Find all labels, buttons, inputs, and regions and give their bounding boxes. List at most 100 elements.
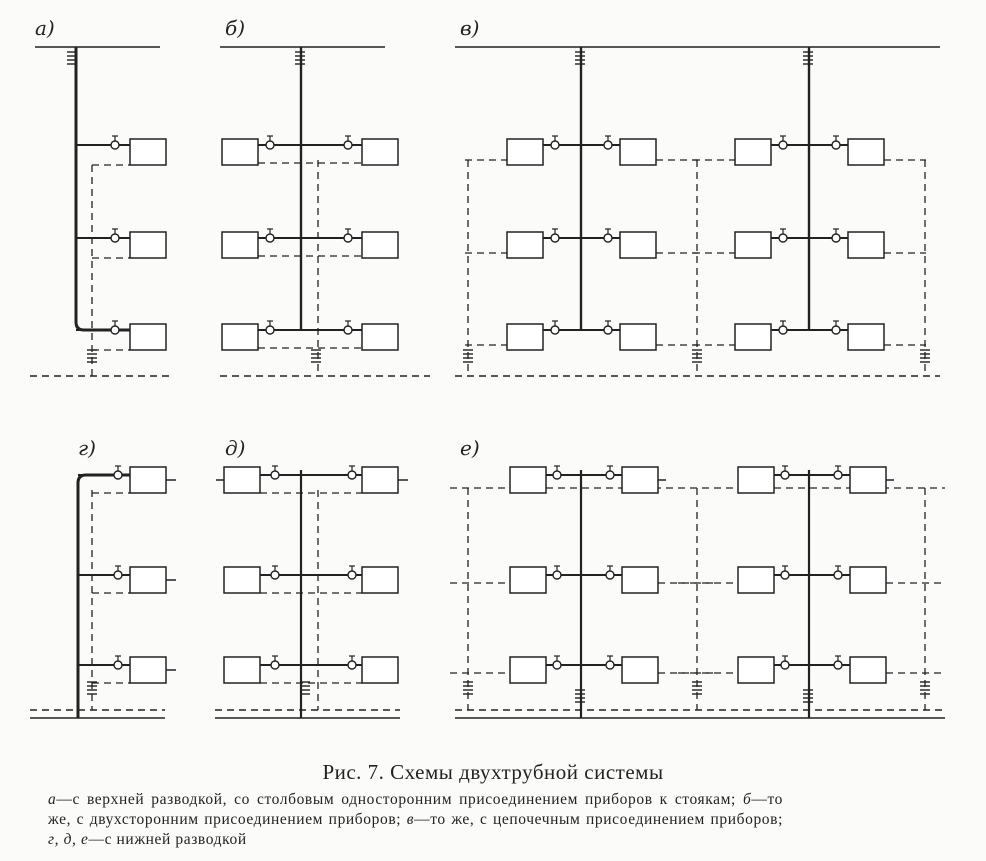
radiator	[223, 656, 261, 684]
panel-label-v: в)	[460, 16, 480, 40]
radiator	[361, 323, 399, 351]
radiator	[849, 466, 887, 494]
valve-icon	[831, 140, 841, 150]
radiator	[223, 566, 261, 594]
radiator	[734, 323, 772, 351]
valve-icon	[780, 470, 790, 480]
panel-label-e: е)	[460, 436, 480, 460]
radiator	[223, 466, 261, 494]
caption-key-v: в	[406, 811, 415, 828]
panel-label-g: г)	[78, 436, 96, 460]
caption-key-b: б	[742, 791, 752, 808]
valve-icon	[833, 570, 843, 580]
caption-text-v: —то же, с цепочечным присоединением приб…	[414, 811, 783, 828]
radiator	[506, 323, 544, 351]
radiator	[506, 231, 544, 259]
valve-icon	[603, 325, 613, 335]
valve-icon	[552, 470, 562, 480]
valve-icon	[113, 470, 123, 480]
valve-icon	[270, 660, 280, 670]
valve-icon	[603, 140, 613, 150]
radiator	[361, 656, 399, 684]
caption-key-a: а	[48, 791, 57, 808]
radiator	[221, 231, 259, 259]
radiator	[734, 138, 772, 166]
valve-icon	[265, 325, 275, 335]
radiator	[737, 466, 775, 494]
caption-key-gde: г, д, е	[48, 831, 89, 848]
valve-icon	[343, 233, 353, 243]
radiator	[361, 466, 399, 494]
valve-icon	[113, 570, 123, 580]
supply-riser	[74, 47, 130, 332]
radiator	[506, 138, 544, 166]
radiator	[619, 231, 657, 259]
supply-riser	[76, 473, 130, 718]
valve-icon	[603, 233, 613, 243]
radiator	[129, 566, 167, 594]
valve-icon	[605, 470, 615, 480]
radiator	[361, 566, 399, 594]
valve-icon	[270, 570, 280, 580]
valve-icon	[270, 470, 280, 480]
caption-text-gde: —с нижней разводкой	[88, 831, 247, 848]
valve-icon	[550, 140, 560, 150]
radiator	[509, 566, 547, 594]
figure-caption-text: а—с верхней разводкой, со столбовым одно…	[48, 790, 783, 850]
radiator	[619, 138, 657, 166]
radiator	[129, 656, 167, 684]
radiator	[847, 138, 885, 166]
radiator	[847, 231, 885, 259]
radiator	[621, 566, 659, 594]
valve-icon	[605, 660, 615, 670]
radiator	[509, 466, 547, 494]
valve-icon	[833, 470, 843, 480]
valve-icon	[780, 660, 790, 670]
valve-icon	[110, 233, 120, 243]
radiator	[509, 656, 547, 684]
radiator	[737, 566, 775, 594]
panel-label-b: б)	[225, 16, 246, 40]
caption-text-a: —с верхней разводкой, со столбовым однос…	[56, 791, 743, 808]
radiator	[737, 656, 775, 684]
radiator	[221, 138, 259, 166]
radiator	[621, 466, 659, 494]
radiator	[129, 323, 167, 351]
valve-icon	[831, 325, 841, 335]
valve-icon	[110, 325, 120, 335]
valve-icon	[113, 660, 123, 670]
valve-icon	[550, 325, 560, 335]
radiator	[734, 231, 772, 259]
valve-icon	[552, 660, 562, 670]
radiator	[361, 231, 399, 259]
radiator	[849, 566, 887, 594]
valve-icon	[265, 140, 275, 150]
radiator	[849, 656, 887, 684]
valve-icon	[831, 233, 841, 243]
radiator	[361, 138, 399, 166]
panel-label-d: д)	[225, 436, 246, 460]
valve-icon	[347, 470, 357, 480]
figure-caption-title: Рис. 7. Схемы двухтрубной системы	[322, 760, 664, 784]
radiator	[129, 138, 167, 166]
valve-icon	[265, 233, 275, 243]
radiator	[129, 466, 167, 494]
valve-icon	[343, 325, 353, 335]
radiator	[129, 231, 167, 259]
valve-icon	[552, 570, 562, 580]
valve-icon	[778, 233, 788, 243]
valve-icon	[343, 140, 353, 150]
valve-icon	[110, 140, 120, 150]
caption-text-b: —то же, с двухсторонним присоединением п…	[48, 791, 783, 828]
valve-icon	[780, 570, 790, 580]
valve-icon	[833, 660, 843, 670]
panel-label-a: а)	[35, 16, 55, 40]
valve-icon	[347, 570, 357, 580]
radiator	[619, 323, 657, 351]
radiator	[847, 323, 885, 351]
radiator	[221, 323, 259, 351]
valve-icon	[550, 233, 560, 243]
valve-icon	[778, 140, 788, 150]
valve-icon	[605, 570, 615, 580]
